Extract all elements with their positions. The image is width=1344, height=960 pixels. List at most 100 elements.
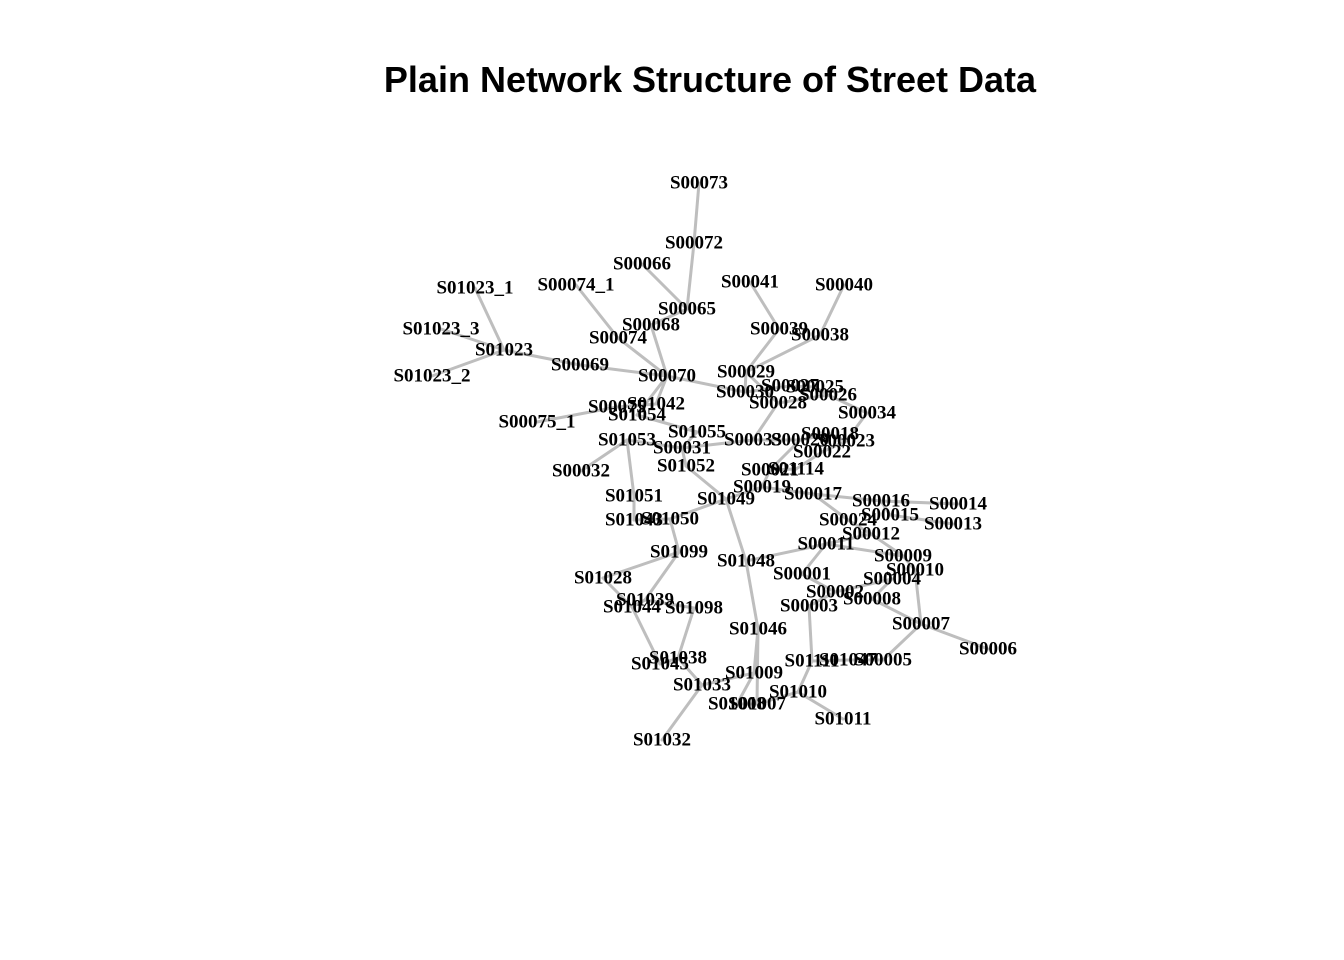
node-label-S00070: S00070	[638, 366, 696, 387]
edge-S01038-S01045	[658, 656, 680, 666]
node-label-S00026: S00026	[799, 385, 857, 406]
node-label-S00022: S00022	[793, 442, 851, 463]
node-label-S00040: S00040	[815, 275, 873, 296]
edge-S01046-S01007	[755, 627, 760, 706]
node-label-S00012: S00012	[842, 524, 900, 545]
edge-S00030-S00027	[743, 384, 792, 394]
edge-S01051-S01053	[625, 438, 636, 498]
edge-S00004-S00008	[870, 577, 894, 601]
node-label-S00072: S00072	[665, 233, 723, 254]
edge-S00074-S00070	[616, 336, 669, 378]
node-label-S01045: S01045	[631, 654, 689, 675]
edge-S00001-S00002	[800, 572, 837, 594]
edge-S00040-S00038	[818, 283, 846, 337]
edge-S00007-S00005	[881, 622, 923, 662]
edge-S00032-S01053	[579, 438, 629, 473]
node-label-S01046: S01046	[729, 619, 787, 640]
edge-S00020-S00018	[798, 432, 832, 442]
edge-S00002-S00003	[807, 590, 837, 608]
edge-S00073-S00072	[692, 181, 701, 245]
edge-S01111-S01047	[810, 658, 850, 663]
node-label-S00005: S00005	[854, 650, 912, 671]
edge-S00021-S01114	[768, 467, 798, 472]
edge-S00028-S00033	[751, 401, 780, 442]
edge-S01023_1-S01023	[473, 286, 506, 352]
node-label-S00009: S00009	[874, 546, 932, 567]
node-label-S01055: S01055	[668, 422, 726, 443]
edge-S01009-S01008	[735, 671, 756, 706]
node-label-S01023_2: S01023_2	[393, 366, 470, 387]
node-label-S00002: S00002	[806, 582, 864, 603]
node-label-S00015: S00015	[861, 505, 919, 526]
node-label-S00001: S00001	[773, 564, 831, 585]
node-label-S01007: S01007	[728, 694, 787, 715]
edge-S01043-S01050	[632, 517, 672, 522]
edge-S01028-S01044	[601, 576, 634, 609]
node-label-S00074: S00074	[589, 328, 648, 349]
node-label-S01028: S01028	[574, 568, 632, 589]
edge-S01038-S01098	[676, 606, 696, 660]
edge-S00015-S00013	[888, 513, 955, 526]
node-label-S01032: S01032	[633, 730, 691, 751]
node-label-S00027: S00027	[761, 376, 820, 397]
edge-S01052-S01049	[684, 464, 728, 501]
node-label-S00023: S00023	[817, 431, 875, 452]
edge-S00068-S00070	[649, 323, 669, 378]
node-label-S00031: S00031	[653, 438, 711, 459]
edge-S00016-S00014	[879, 499, 960, 506]
edge-S00021-S00019	[760, 468, 772, 489]
edge-S00027-S00025	[788, 384, 817, 389]
edge-S01010-S01007	[755, 690, 800, 706]
edge-S01033-S01038	[676, 656, 704, 687]
node-label-S01053: S01053	[598, 430, 656, 451]
node-label-S00016: S00016	[852, 491, 910, 512]
edge-S00029-S00030	[743, 370, 748, 394]
edge-S00018-S00023	[828, 432, 848, 443]
node-label-S00032: S00032	[552, 461, 610, 482]
node-label-S01043: S01043	[605, 510, 663, 531]
edge-S00026-S00034	[826, 393, 869, 415]
edge-S01009-S01033	[700, 671, 756, 687]
node-label-S00068: S00068	[622, 315, 680, 336]
node-label-S00028: S00028	[749, 393, 807, 414]
edge-S01039-S01044	[630, 598, 647, 609]
edge-S01049-S00019	[724, 485, 764, 501]
edge-S00011-S00001	[800, 542, 828, 576]
edge-S00002-S00004	[833, 577, 894, 594]
edge-S01049-S01048	[724, 497, 748, 563]
edge-S00011-S00009	[824, 542, 905, 558]
edge-S00039-S00029	[744, 327, 781, 374]
node-label-S00011: S00011	[797, 534, 854, 555]
edge-S00023-S00022	[820, 439, 848, 454]
node-label-S01111: S01111	[785, 651, 840, 672]
node-label-S01008: S01008	[708, 694, 766, 715]
edge-S01099-S01050	[668, 517, 681, 554]
edge-S00034-S00023	[844, 411, 869, 443]
edge-S01050-S01049	[668, 497, 728, 521]
node-label-S01051: S01051	[605, 486, 663, 507]
page-title: Plain Network Structure of Street Data	[383, 59, 1037, 100]
node-label-S00038: S00038	[791, 325, 849, 346]
node-label-S01044: S01044	[603, 597, 662, 618]
edge-S00007-S00006	[919, 622, 990, 651]
edge-S01023-S00069	[502, 348, 582, 367]
node-label-S01009: S01009	[725, 663, 783, 684]
node-label-S01023_3: S01023_3	[402, 319, 479, 340]
edge-S00017-S00016	[811, 492, 883, 503]
edge-S00024-S00017	[811, 492, 850, 522]
edge-S01023_2-S01023	[430, 348, 506, 378]
node-label-layer: S00073S00072S00066S00065S00068S00074S000…	[393, 173, 1017, 751]
node-label-S01033: S01033	[673, 675, 731, 696]
edge-S01111-S01010	[796, 659, 814, 694]
edge-S00041-S00039	[748, 280, 781, 331]
node-label-S00041: S00041	[721, 272, 779, 293]
node-label-S00074_1: S00074_1	[537, 275, 614, 296]
node-label-S01050: S01050	[641, 509, 699, 530]
node-label-S00003: S00003	[780, 596, 838, 617]
node-label-S00066: S00066	[613, 254, 671, 275]
edge-S01053-S00031	[625, 438, 684, 450]
node-label-S01048: S01048	[717, 551, 775, 572]
node-label-S00021: S00021	[741, 460, 799, 481]
edge-S01010-S01011	[796, 690, 845, 721]
